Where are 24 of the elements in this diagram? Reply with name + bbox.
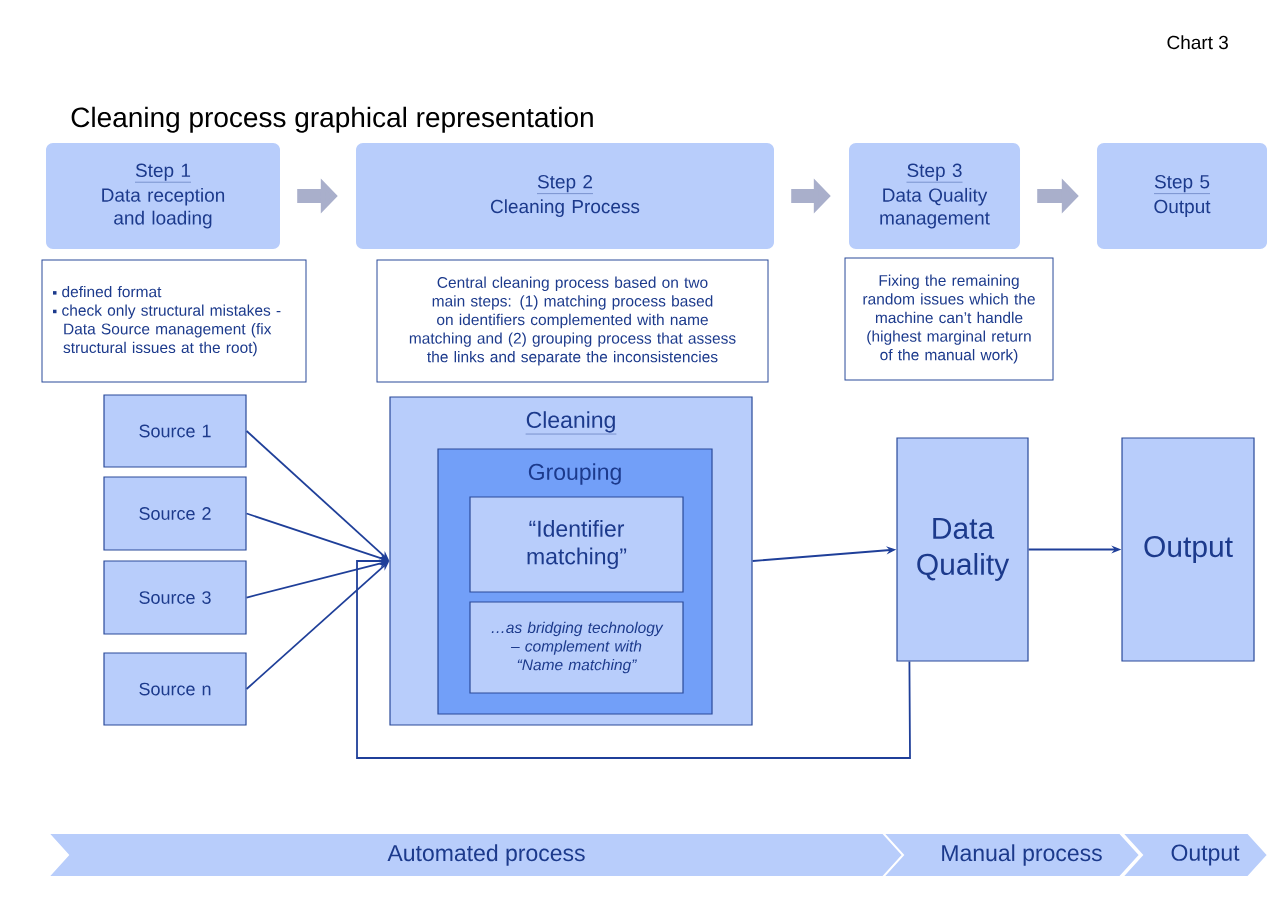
node-label: Manual process bbox=[942, 844, 1102, 866]
step-box: Step 3 Data Quality management bbox=[849, 143, 1020, 249]
process-band: Manual process bbox=[880, 832, 1142, 878]
source-box: Source 2 bbox=[103, 476, 247, 551]
process-box: Data Quality bbox=[896, 437, 1029, 662]
process-band: Output bbox=[1119, 832, 1270, 878]
arrow bbox=[356, 556, 911, 759]
note-box: defined format check only structural mistakes - Data Source management (fix structural issues at the root) bbox=[41, 259, 307, 383]
process-band: Automated process bbox=[45, 832, 907, 878]
source-box: Source 3 bbox=[103, 560, 247, 635]
step-box: Step 2 Cleaning Process bbox=[356, 143, 774, 249]
chart-number: Chart 3 bbox=[1167, 35, 1228, 50]
source-box: Source 1 bbox=[103, 394, 247, 468]
node-label: Output bbox=[1171, 844, 1240, 866]
source-box: Source n bbox=[103, 652, 247, 726]
note-box: Central cleaning process based on two main steps: (1) matching process based on identifiers complemented with name matching and (2) grouping process that assess the links and separate the inconsistencies bbox=[376, 259, 769, 383]
matching-box: “Identifier matching” bbox=[469, 496, 684, 593]
process-box: Output bbox=[1121, 437, 1255, 662]
note-box: Fixing the remaining random issues which the machine can’t handle (highest marginal return of the manual work) bbox=[844, 257, 1054, 381]
step-box: Step 5 Output bbox=[1097, 143, 1267, 249]
step-box: Step 1 Data reception and loading bbox=[46, 143, 280, 249]
node-label: Automated process bbox=[387, 844, 585, 866]
title: Cleaning process graphical representation bbox=[71, 106, 593, 133]
matching-box: …as bridging technology – complement with “Name matching” bbox=[469, 601, 684, 694]
